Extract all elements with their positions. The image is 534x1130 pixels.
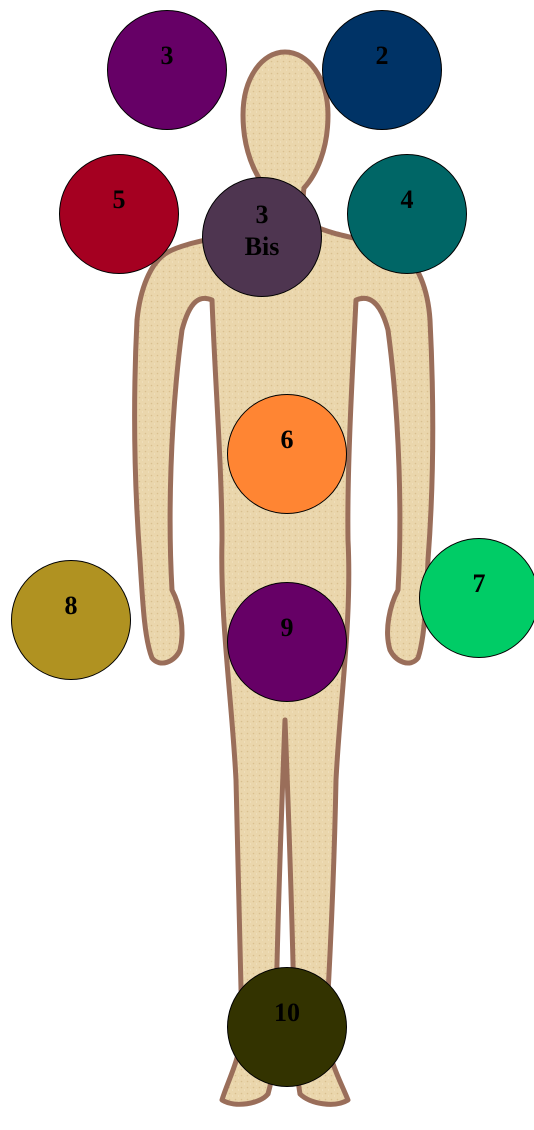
- marker-10-label: 10: [228, 998, 346, 1028]
- marker-9-label: 9: [228, 613, 346, 643]
- marker-3-bis-label: 3: [203, 200, 321, 230]
- marker-3-head[interactable]: 3: [107, 10, 227, 130]
- marker-8[interactable]: 8: [11, 560, 131, 680]
- marker-7[interactable]: 7: [419, 538, 534, 658]
- marker-6[interactable]: 6: [227, 394, 347, 514]
- marker-8-label: 8: [12, 591, 130, 621]
- marker-9[interactable]: 9: [227, 582, 347, 702]
- marker-4[interactable]: 4: [347, 154, 467, 274]
- marker-5-label: 5: [60, 185, 178, 215]
- marker-4-label: 4: [348, 185, 466, 215]
- marker-6-label: 6: [228, 425, 346, 455]
- marker-3-bis-sublabel: Bis: [203, 232, 321, 262]
- marker-10[interactable]: 10: [227, 967, 347, 1087]
- marker-2-label: 2: [323, 41, 441, 71]
- marker-2[interactable]: 2: [322, 10, 442, 130]
- marker-3-head-label: 3: [108, 41, 226, 71]
- marker-5[interactable]: 5: [59, 154, 179, 274]
- marker-7-label: 7: [420, 569, 534, 599]
- marker-3-bis[interactable]: 3 Bis: [202, 177, 322, 297]
